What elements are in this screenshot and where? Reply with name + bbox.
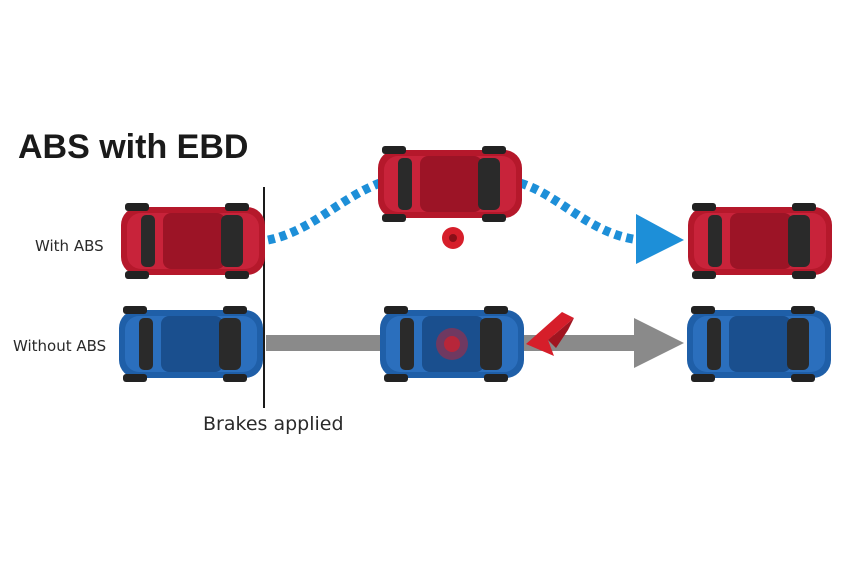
red-car-start: [121, 203, 265, 279]
brakes-applied-label: Brakes applied: [203, 413, 344, 435]
blue-car-collision: [380, 306, 524, 382]
with-abs-label: With ABS: [35, 237, 104, 255]
abs-path-left: [267, 178, 382, 245]
collision-flag-icon: [526, 312, 574, 356]
red-car-swerve: [378, 146, 522, 222]
diagram-title: ABS with EBD: [18, 128, 249, 166]
without-abs-label: Without ABS: [13, 337, 107, 355]
abs-arrow-head: [636, 214, 684, 264]
abs-path-right: [518, 178, 641, 245]
blue-car-start: [119, 306, 263, 382]
no-abs-arrow-head: [634, 318, 684, 368]
red-car-end: [688, 203, 832, 279]
blue-car-end: [687, 306, 831, 382]
